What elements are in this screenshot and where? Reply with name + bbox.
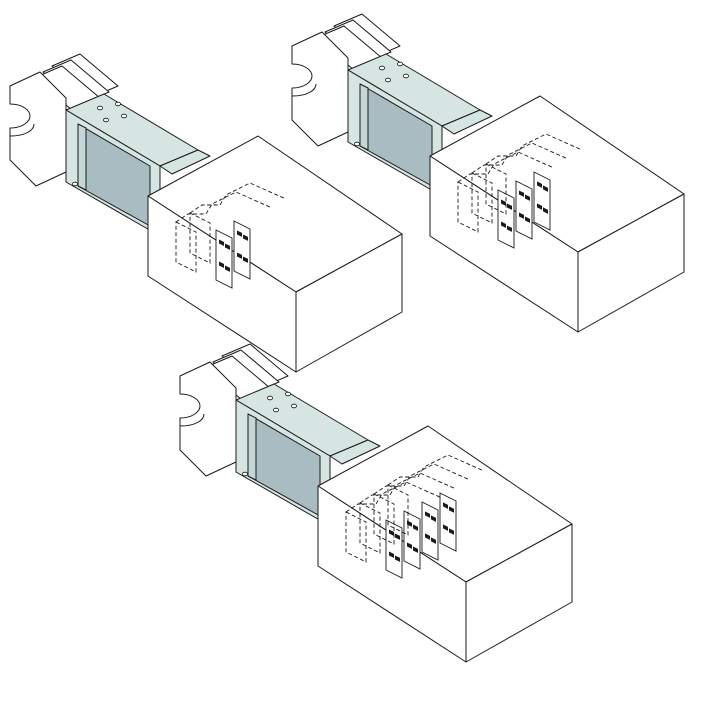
- assembly-top-right: [291, 13, 685, 333]
- contact-block: [237, 252, 242, 259]
- bolt-hole: [403, 73, 410, 79]
- terminal-plate: [497, 189, 515, 249]
- busbar-duct: [235, 383, 381, 527]
- busbar-plate-dashed: [471, 172, 493, 224]
- terminal-plate: [403, 510, 421, 570]
- busbar-plate-dashed: [485, 163, 507, 215]
- busbar-plate-dashed: [373, 493, 395, 545]
- enclosure-box: [147, 135, 403, 373]
- contact-block: [537, 203, 542, 210]
- slotted-end-plate: [179, 361, 237, 477]
- enclosure-box: [429, 95, 685, 333]
- bolt-hole: [285, 391, 292, 397]
- contact-block: [413, 524, 418, 531]
- box-right-face: [577, 193, 685, 333]
- terminal-plate: [233, 220, 251, 280]
- box-right-face: [465, 523, 573, 663]
- contact-block: [443, 502, 448, 509]
- bolt-hole: [273, 407, 280, 413]
- contact-block: [425, 511, 430, 518]
- bolt-hole: [267, 395, 274, 401]
- terminal-plate: [533, 171, 551, 231]
- slotted-end-plate: [9, 71, 67, 187]
- duct-recess-side: [77, 123, 87, 191]
- contact-block: [219, 261, 224, 268]
- contact-block: [519, 190, 524, 197]
- busbar-tabs: [345, 454, 485, 579]
- assembly-top-left: [9, 53, 403, 373]
- slot-edge: [9, 123, 35, 137]
- busbar-tabs: [457, 133, 583, 249]
- terminal-plate: [385, 519, 403, 579]
- bolt-hole: [103, 117, 110, 123]
- bolt-hole: [121, 113, 128, 119]
- slotted-end-plate: [291, 31, 349, 147]
- busbar-end: [9, 53, 119, 187]
- busbar-end: [179, 343, 289, 477]
- bolt-hole: [291, 403, 298, 409]
- terminal-plate: [421, 501, 439, 561]
- duct-recess-side: [359, 83, 369, 151]
- contact-block: [449, 506, 454, 513]
- contact-block: [501, 199, 506, 206]
- bolt-hole: [379, 65, 386, 71]
- bolt-hole: [97, 105, 104, 111]
- contact-block: [225, 243, 230, 250]
- duct-flange: [329, 439, 381, 465]
- contact-block: [525, 194, 530, 201]
- contact-block: [225, 265, 230, 272]
- busbar-plate-dashed: [457, 181, 479, 233]
- bolt-hole: [354, 141, 361, 147]
- contact-block: [543, 185, 548, 192]
- contact-block: [449, 528, 454, 535]
- bolt-hole: [115, 101, 122, 107]
- busbar-end: [291, 13, 401, 147]
- contact-block: [431, 515, 436, 522]
- contact-block: [413, 546, 418, 553]
- contact-block: [237, 230, 242, 237]
- contact-block: [519, 212, 524, 219]
- busbar-duct: [65, 93, 211, 237]
- busbar-plate-dashed: [359, 502, 381, 554]
- bolt-hole: [385, 77, 392, 83]
- contact-block: [407, 542, 412, 549]
- duct-flange: [441, 109, 493, 135]
- terminal-plate: [215, 229, 233, 289]
- busbar-tabs: [175, 182, 287, 289]
- contact-block: [389, 529, 394, 536]
- contact-block: [543, 207, 548, 214]
- bolt-hole: [72, 181, 79, 187]
- contact-block: [501, 221, 506, 228]
- busbar-plate-dashed: [189, 212, 211, 264]
- contact-block: [507, 225, 512, 232]
- contact-block: [389, 551, 394, 558]
- duct-flange: [159, 149, 211, 175]
- assembly-bottom: [179, 343, 573, 663]
- contact-block: [425, 533, 430, 540]
- contact-block: [243, 234, 248, 241]
- duct-recess-side: [247, 413, 257, 481]
- contact-block: [431, 537, 436, 544]
- contact-block: [525, 216, 530, 223]
- busbar-plate-dashed: [345, 511, 367, 563]
- contact-block: [537, 181, 542, 188]
- bolt-hole: [242, 471, 249, 477]
- contact-block: [395, 555, 400, 562]
- slot-edge: [179, 413, 205, 427]
- contact-block: [443, 524, 448, 531]
- busbar-duct: [347, 53, 493, 197]
- terminal-plate: [439, 492, 457, 552]
- contact-block: [243, 256, 248, 263]
- terminal-plate: [515, 180, 533, 240]
- bolt-hole: [397, 61, 404, 67]
- slot-edge: [291, 83, 317, 97]
- busbar-plate-dashed: [387, 484, 409, 536]
- busbar-plate-dashed: [175, 221, 197, 273]
- contact-block: [219, 239, 224, 246]
- box-right-face: [295, 233, 403, 373]
- contact-block: [507, 203, 512, 210]
- contact-block: [395, 533, 400, 540]
